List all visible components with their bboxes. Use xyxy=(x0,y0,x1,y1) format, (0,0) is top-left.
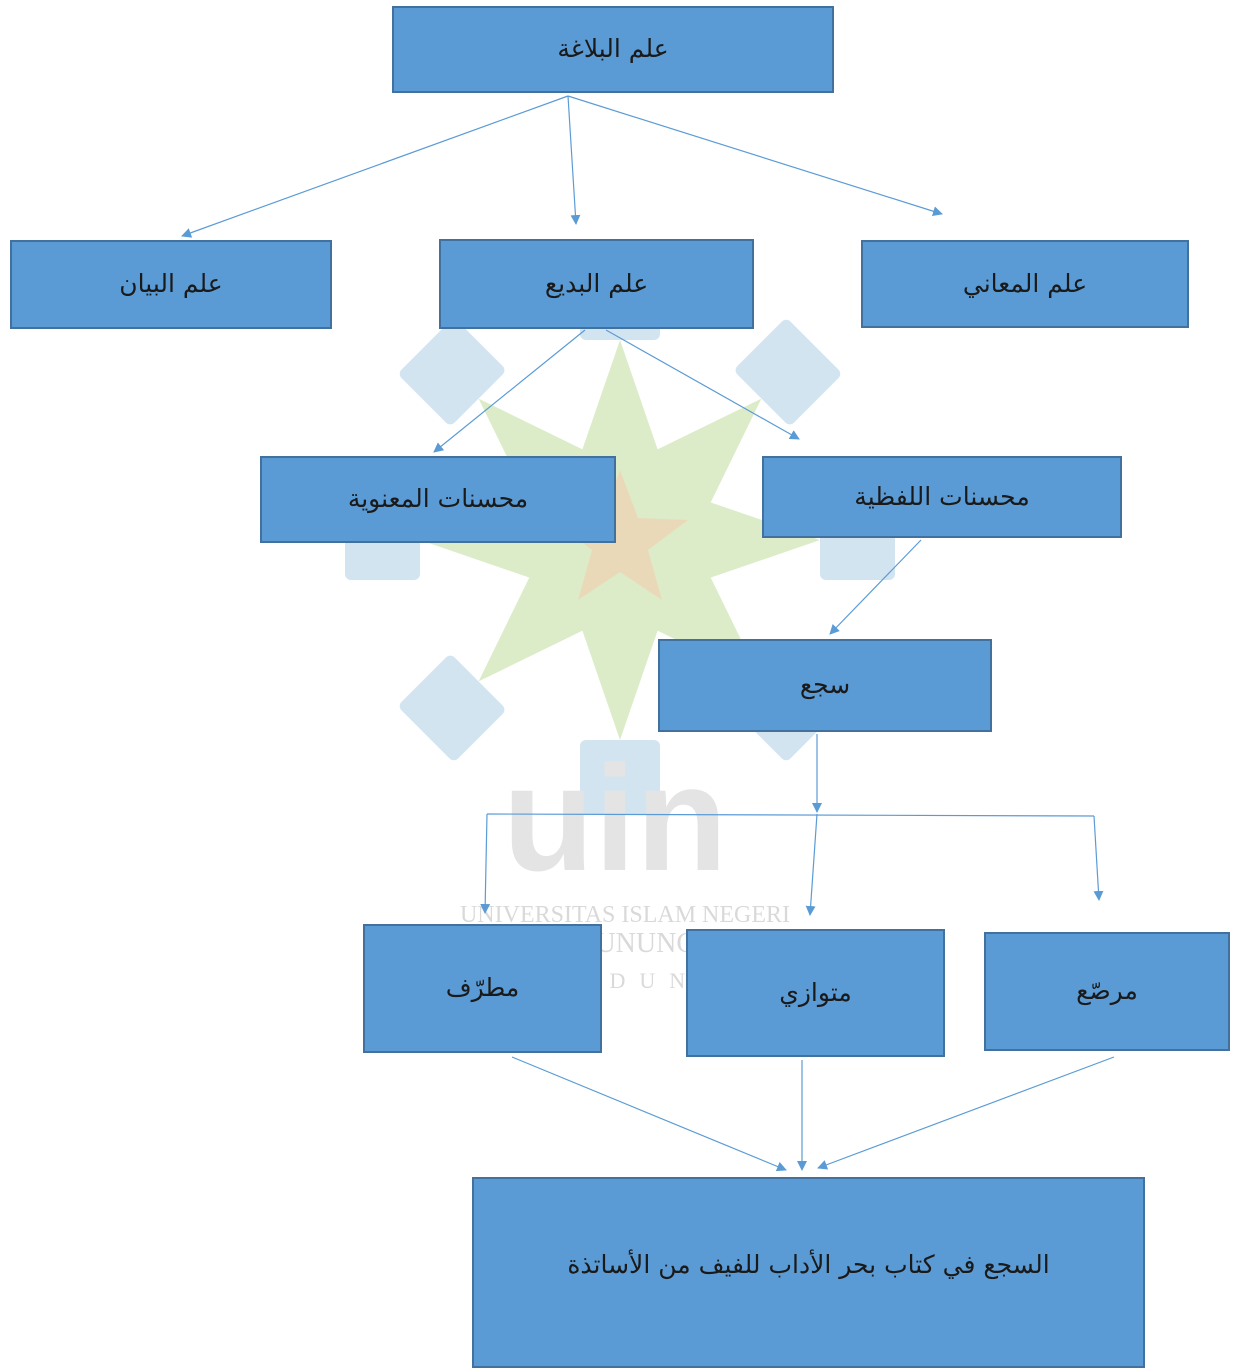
node-label: السجع في كتاب بحر الأداب للفيف من الأسات… xyxy=(567,1250,1050,1279)
edge-saj-bar xyxy=(486,813,1095,817)
node-label: علم البلاغة xyxy=(557,34,669,64)
node-label: علم البديع xyxy=(544,268,649,298)
edge-root-bayan xyxy=(181,95,569,238)
node-label: مطرّف xyxy=(445,973,520,1003)
node-ilm-al-bayan: علم البيان xyxy=(10,240,332,329)
node-ilm-al-maani: علم المعاني xyxy=(861,240,1189,328)
edge-saj-murassa xyxy=(1093,815,1104,901)
node-label: مرصّع xyxy=(1076,976,1138,1006)
edge-saj-mutarraf xyxy=(480,813,491,914)
node-murassa: مرصّع xyxy=(984,932,1230,1051)
edge-badi-lafzi xyxy=(605,329,800,440)
edge-mutarraf-result xyxy=(511,1056,787,1172)
node-label: سجع xyxy=(799,670,851,700)
node-label: محسنات اللفظية xyxy=(854,481,1030,511)
node-label: متوازي xyxy=(779,977,852,1007)
node-mutarraf: مطرّف xyxy=(363,924,602,1053)
node-label: محسنات المعنوية xyxy=(347,484,529,514)
node-saj: سجع xyxy=(658,639,992,732)
edge-lafzi-saj xyxy=(829,539,922,635)
edge-badi-manawi xyxy=(433,329,586,453)
node-ilm-al-balagha: علم البلاغة xyxy=(392,6,834,93)
node-muhassinat-manawiya: محسنات المعنوية xyxy=(260,456,616,543)
edge-murassa-result xyxy=(817,1056,1115,1170)
node-muhassinat-lafziya: محسنات اللفظية xyxy=(762,456,1122,538)
node-label: علم البيان xyxy=(119,269,223,299)
edge-root-maani xyxy=(567,95,943,217)
node-mutawazi: متوازي xyxy=(686,929,945,1057)
node-ilm-al-badi: علم البديع xyxy=(439,239,754,329)
edge-saj-mutawazi xyxy=(805,813,818,916)
edge-root-badi xyxy=(567,95,581,225)
watermark-logo-text: uin xyxy=(503,734,728,902)
node-label: علم المعاني xyxy=(962,268,1088,298)
node-result-saj-in-bahr-al-adab: السجع في كتاب بحر الأداب للفيف من الأسات… xyxy=(472,1177,1145,1368)
